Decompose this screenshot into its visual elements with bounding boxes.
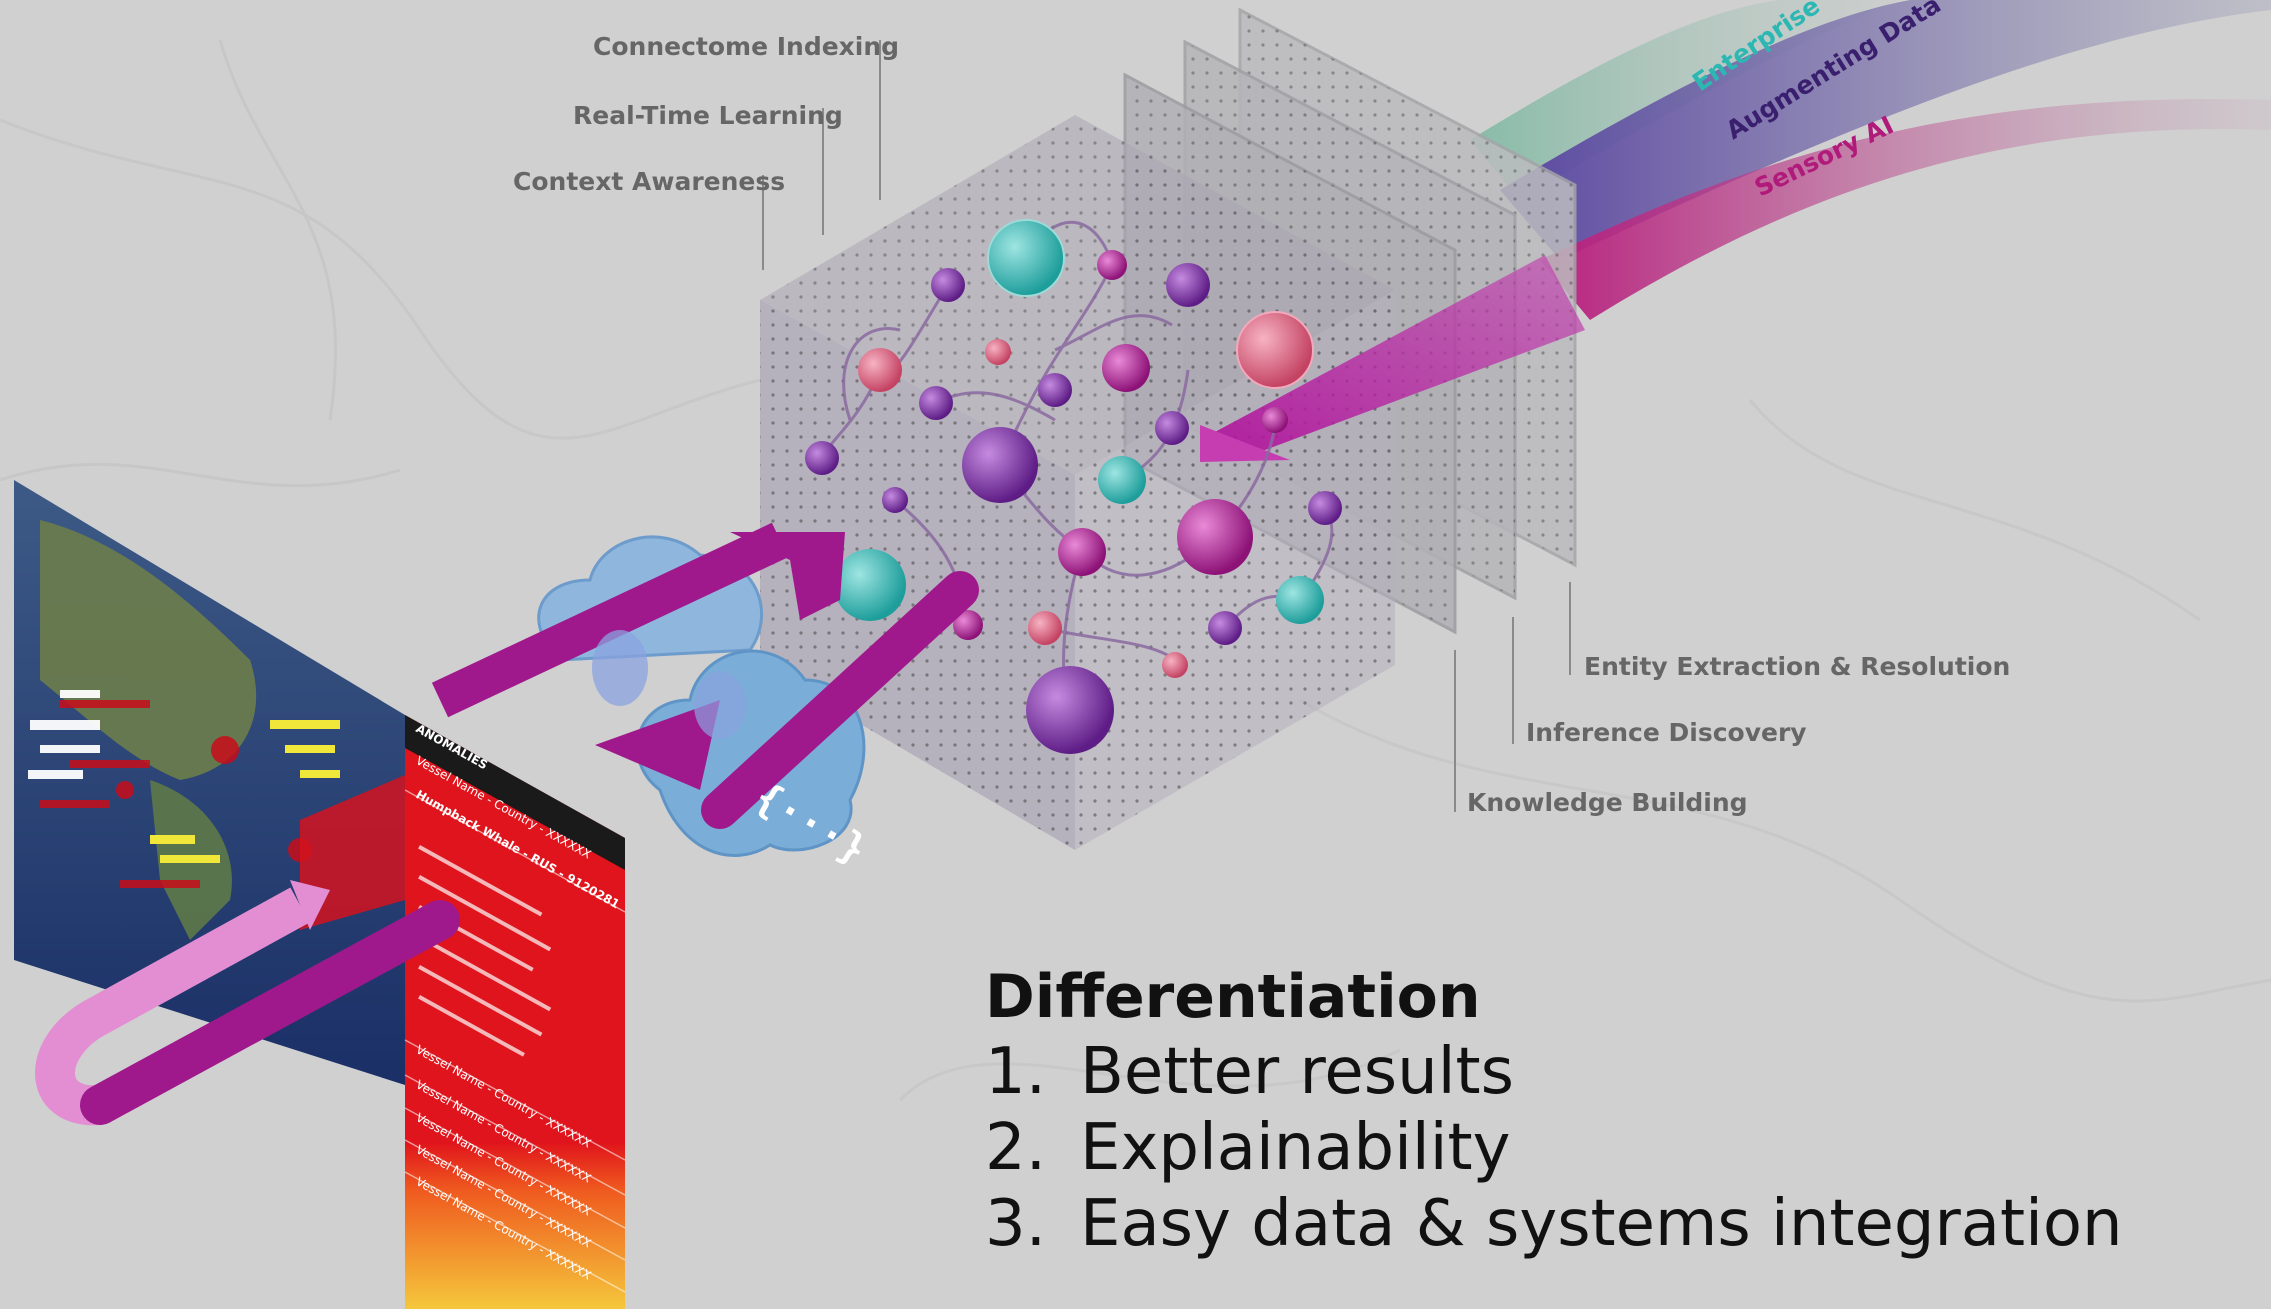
data-streams — [1470, 0, 2271, 320]
label-inference-discovery: Inference Discovery — [1526, 718, 1807, 747]
list-item: 2. Explainability — [985, 1110, 2123, 1186]
pipes — [431, 522, 979, 829]
differentiation-list: 1. Better results 2. Explainability 3. Easy… — [985, 1034, 2123, 1262]
list-item-number: 3. — [985, 1187, 1047, 1261]
label-entity-extraction: Entity Extraction & Resolution — [1584, 652, 2011, 681]
list-item-number: 1. — [985, 1035, 1047, 1109]
list-item: 3. Easy data & systems integration — [985, 1186, 2123, 1262]
list-item-text: Better results — [1080, 1035, 1514, 1109]
list-item-text: Explainability — [1080, 1111, 1511, 1185]
list-item-number: 2. — [985, 1111, 1047, 1185]
differentiation-title: Differentiation — [985, 962, 1481, 1032]
return-arrow — [35, 880, 460, 1126]
graph-nodes — [805, 219, 1342, 754]
map-panel — [14, 480, 405, 1085]
label-leaders — [762, 40, 1571, 812]
input-beam — [1200, 255, 1585, 450]
differentiation-block: Differentiation 1. Better results 2. Expla… — [985, 960, 2123, 1262]
list-item: 1. Better results — [985, 1034, 2123, 1110]
background-veins — [0, 39, 2271, 1102]
label-knowledge-building: Knowledge Building — [1467, 788, 1748, 817]
list-item-text: Easy data & systems integration — [1080, 1187, 2123, 1261]
label-context-awareness: Context Awareness — [513, 167, 786, 196]
label-connectome-indexing: Connectome Indexing — [593, 32, 900, 61]
label-real-time-learning: Real-Time Learning — [573, 101, 843, 130]
